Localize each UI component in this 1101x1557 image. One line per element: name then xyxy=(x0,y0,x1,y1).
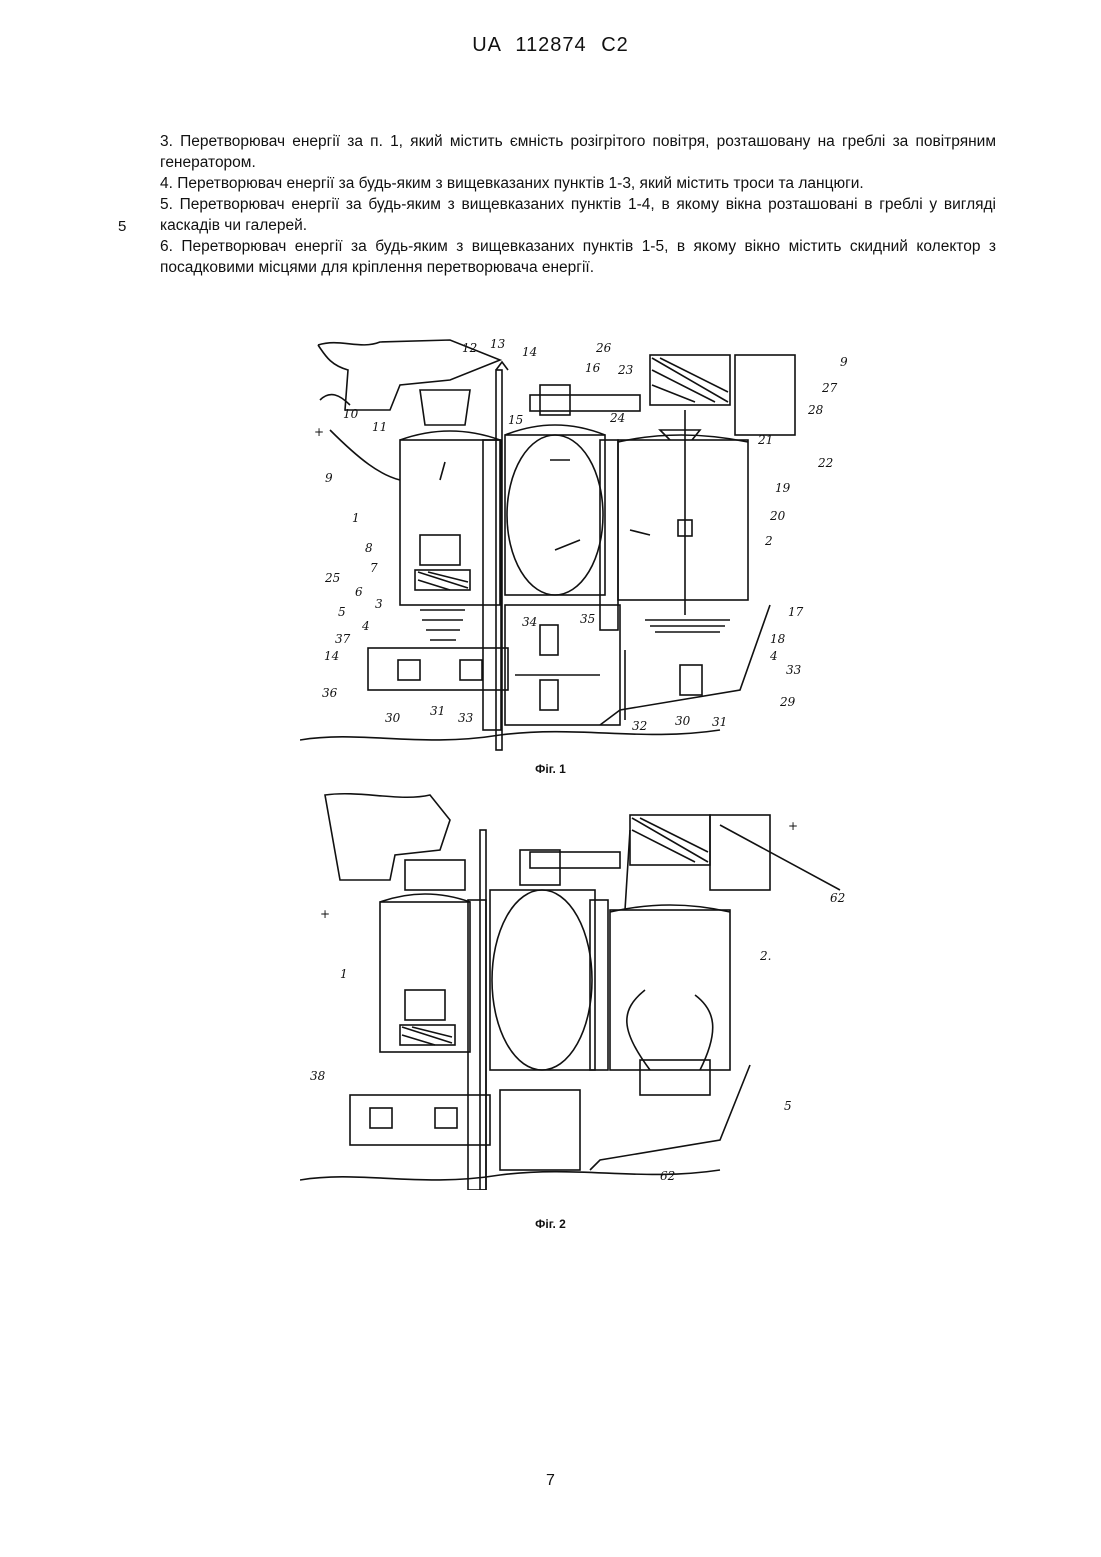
label-33-right: 33 xyxy=(786,663,802,677)
fig2-label-38: 38 xyxy=(310,1069,326,1083)
figure-2-drawing: 1 2. 38 62 5 62 + + xyxy=(300,790,860,1190)
label-1: 1 xyxy=(352,511,360,525)
label-24: 24 xyxy=(609,411,625,425)
fig2-label-1: 1 xyxy=(340,967,348,981)
label-33-left: 33 xyxy=(458,711,474,725)
patent-number-header: UA 112874 C2 xyxy=(0,34,1101,57)
label-31-right: 31 xyxy=(712,715,727,729)
fig2-label-62-top: 62 xyxy=(830,891,845,905)
figure-1-drawing: 12 13 14 26 16 23 9 27 28 10 11 15 24 21… xyxy=(300,330,860,760)
label-8: 8 xyxy=(365,541,373,555)
label-30-left: 30 xyxy=(385,711,401,725)
claim-4: 4. Перетворювач енергії за будь-яким з в… xyxy=(160,173,996,194)
label-13: 13 xyxy=(490,337,506,351)
label-16: 16 xyxy=(585,361,601,375)
label-3: 3 xyxy=(375,597,383,611)
page-number: 7 xyxy=(0,1472,1101,1490)
label-9-left: 9 xyxy=(325,471,333,485)
claim-3: 3. Перетворювач енергії за п. 1, який мі… xyxy=(160,131,996,173)
label-37: 37 xyxy=(335,632,351,646)
label-10: 10 xyxy=(343,407,359,421)
label-6: 6 xyxy=(355,585,363,599)
label-19-top: 19 xyxy=(775,481,791,495)
label-34: 34 xyxy=(522,615,537,629)
claim-6: 6. Перетворювач енергії за будь-яким з в… xyxy=(160,236,996,278)
label-36: 36 xyxy=(322,686,338,700)
claims-text: 3. Перетворювач енергії за п. 1, який мі… xyxy=(160,131,996,278)
label-30-right: 30 xyxy=(675,714,691,728)
label-14: 14 xyxy=(522,345,537,359)
label-9-top: 9 xyxy=(840,355,848,369)
label-22: 22 xyxy=(817,456,833,470)
figure-1-caption: Фіг. 1 xyxy=(0,762,1101,776)
fig2-label-2: 2. xyxy=(759,949,771,963)
label-11: 11 xyxy=(372,420,387,434)
fig2-label-62-bottom: 62 xyxy=(660,1169,675,1183)
label-32: 32 xyxy=(632,719,647,733)
figure-2-caption: Фіг. 2 xyxy=(0,1217,1101,1231)
label-28: 28 xyxy=(807,403,824,417)
fig2-label-plus-right: + xyxy=(788,819,798,833)
label-2: 2 xyxy=(764,534,773,548)
label-27: 27 xyxy=(821,381,838,395)
label-14-left: 14 xyxy=(324,649,339,663)
label-4-right: 4 xyxy=(769,649,778,663)
claim-5: 5. Перетворювач енергії за будь-яким з в… xyxy=(160,194,996,236)
label-25: 25 xyxy=(324,571,340,585)
line-number: 5 xyxy=(118,218,126,235)
fig2-label-plus-left: + xyxy=(320,907,330,921)
label-20: 20 xyxy=(769,509,786,523)
label-18: 18 xyxy=(770,632,786,646)
label-7: 7 xyxy=(370,561,378,575)
label-26: 26 xyxy=(595,341,612,355)
label-12: 12 xyxy=(462,341,477,355)
label-plus: + xyxy=(314,425,324,439)
label-15: 15 xyxy=(508,413,523,427)
label-31-left: 31 xyxy=(430,704,445,718)
label-17: 17 xyxy=(788,605,804,619)
label-4-left: 4 xyxy=(361,619,370,633)
label-29: 29 xyxy=(779,695,796,709)
label-21: 21 xyxy=(757,433,773,447)
label-23: 23 xyxy=(617,363,634,377)
label-35: 35 xyxy=(580,612,595,626)
label-5: 5 xyxy=(338,605,346,619)
fig2-label-5: 5 xyxy=(784,1099,792,1113)
